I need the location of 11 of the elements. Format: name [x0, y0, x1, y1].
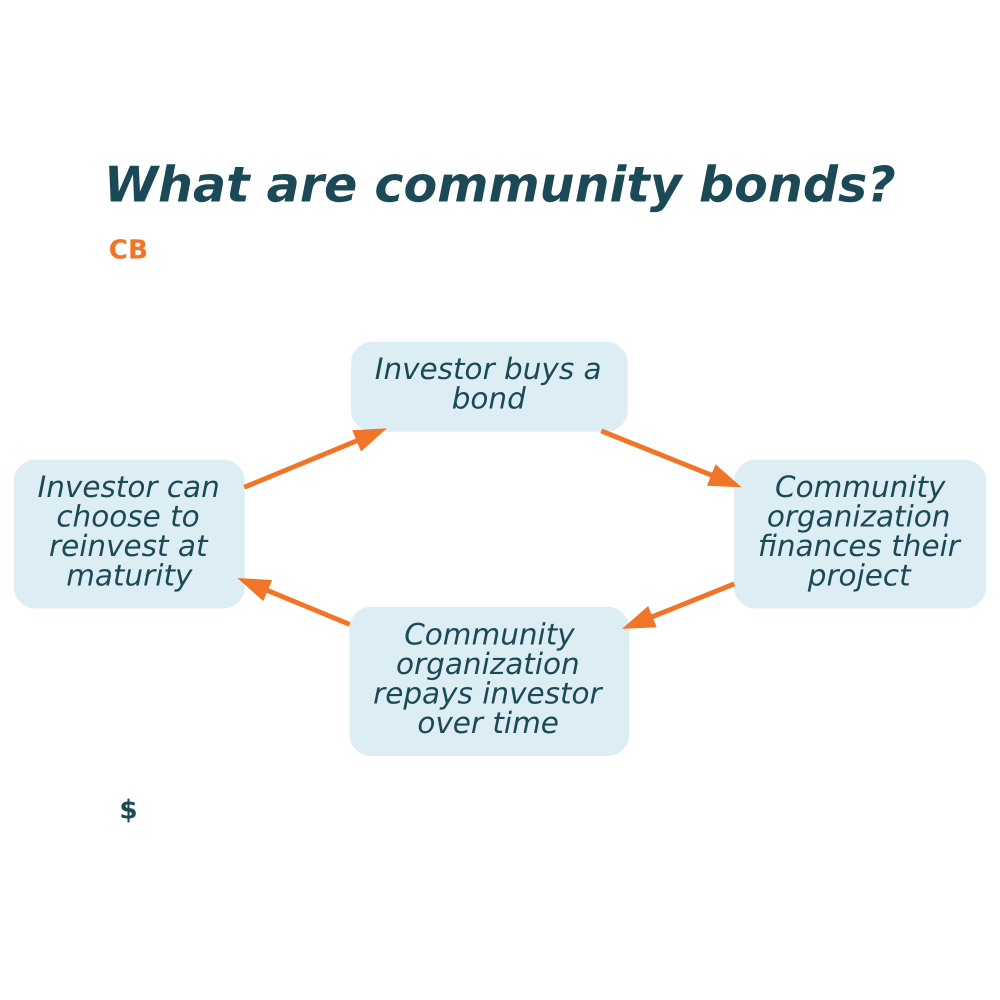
arrow — [600, 428, 742, 487]
label: $ — [119, 795, 138, 826]
arrow — [243, 428, 387, 489]
node-box: Community organization finances their project — [734, 459, 986, 608]
node-box: Community organization repays investor over time — [349, 606, 630, 756]
arrow — [622, 581, 736, 628]
diagram-title: What are community bonds? — [104, 155, 896, 214]
node-box: Investor buys a bond — [351, 341, 628, 432]
node-box: Investor can choose to reinvest at maturity — [14, 459, 245, 608]
arrow — [237, 578, 351, 626]
label: CB — [108, 235, 148, 266]
